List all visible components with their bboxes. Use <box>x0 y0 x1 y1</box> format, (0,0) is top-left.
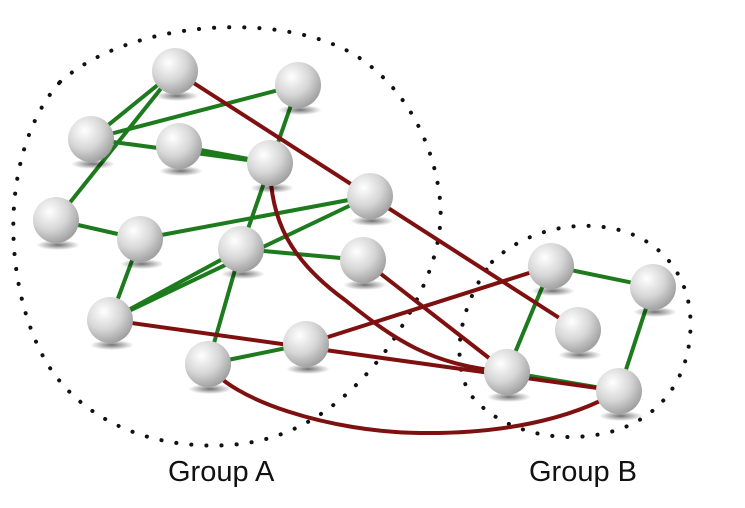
node-sphere <box>156 123 202 169</box>
node-shadow <box>633 307 677 317</box>
node-shadow <box>558 350 602 360</box>
inter-group-edge-n5-n17 <box>268 161 509 374</box>
node-sphere <box>347 173 393 219</box>
node-shadow <box>120 259 164 269</box>
node-shadow <box>487 392 531 402</box>
intra-group-edge-n8-n9 <box>108 247 243 322</box>
node-n14 <box>528 243 575 296</box>
inter-group-edge-n8-n18 <box>108 318 621 393</box>
inter-group-edge-n11-n17 <box>361 258 509 374</box>
node-sphere <box>117 216 163 262</box>
node-shadow <box>221 269 265 279</box>
node-sphere <box>484 349 530 395</box>
node-sphere <box>283 321 329 367</box>
node-shadow <box>531 286 575 296</box>
intra-group-edge-n7-n10 <box>138 194 372 241</box>
node-n17 <box>484 349 531 402</box>
node-shadow <box>155 91 199 101</box>
node-n2 <box>152 48 199 101</box>
node-sphere <box>340 237 386 283</box>
group-boundaries <box>11 25 693 448</box>
inter-group-edge-n13-n18 <box>206 362 621 436</box>
node-shadow <box>71 159 115 169</box>
node-shadow <box>159 166 203 176</box>
node-shadow <box>250 183 294 193</box>
node-shadow <box>90 340 134 350</box>
node-n6 <box>33 197 80 250</box>
node-shadow <box>350 216 394 226</box>
node-n7 <box>117 216 164 269</box>
node-shadow <box>599 411 643 421</box>
node-n5 <box>247 140 294 193</box>
node-n1 <box>68 116 115 169</box>
node-sphere <box>555 307 601 353</box>
node-sphere <box>68 116 114 162</box>
node-n16 <box>555 307 602 360</box>
node-n11 <box>340 237 387 290</box>
node-n8 <box>87 297 134 350</box>
group-b-label: Group B <box>529 456 637 488</box>
node-sphere <box>185 341 231 387</box>
nodes <box>33 48 677 421</box>
node-n12 <box>283 321 330 374</box>
node-shadow <box>286 364 330 374</box>
node-sphere <box>152 48 198 94</box>
node-sphere <box>218 226 264 272</box>
node-n9 <box>218 226 265 279</box>
node-sphere <box>275 62 321 108</box>
node-n13 <box>185 341 232 394</box>
node-n15 <box>630 264 677 317</box>
inter-group-edge-n12-n14 <box>304 264 553 346</box>
node-sphere <box>630 264 676 310</box>
node-shadow <box>188 384 232 394</box>
node-sphere <box>596 368 642 414</box>
node-sphere <box>528 243 574 289</box>
node-sphere <box>87 297 133 343</box>
node-sphere <box>33 197 79 243</box>
node-n3 <box>275 62 322 115</box>
group-a-label: Group A <box>168 456 275 488</box>
node-n10 <box>347 173 394 226</box>
node-n18 <box>596 368 643 421</box>
node-shadow <box>278 105 322 115</box>
node-shadow <box>343 280 387 290</box>
node-n4 <box>156 123 203 176</box>
node-shadow <box>36 240 80 250</box>
node-sphere <box>247 140 293 186</box>
group-b-boundary <box>457 223 693 439</box>
